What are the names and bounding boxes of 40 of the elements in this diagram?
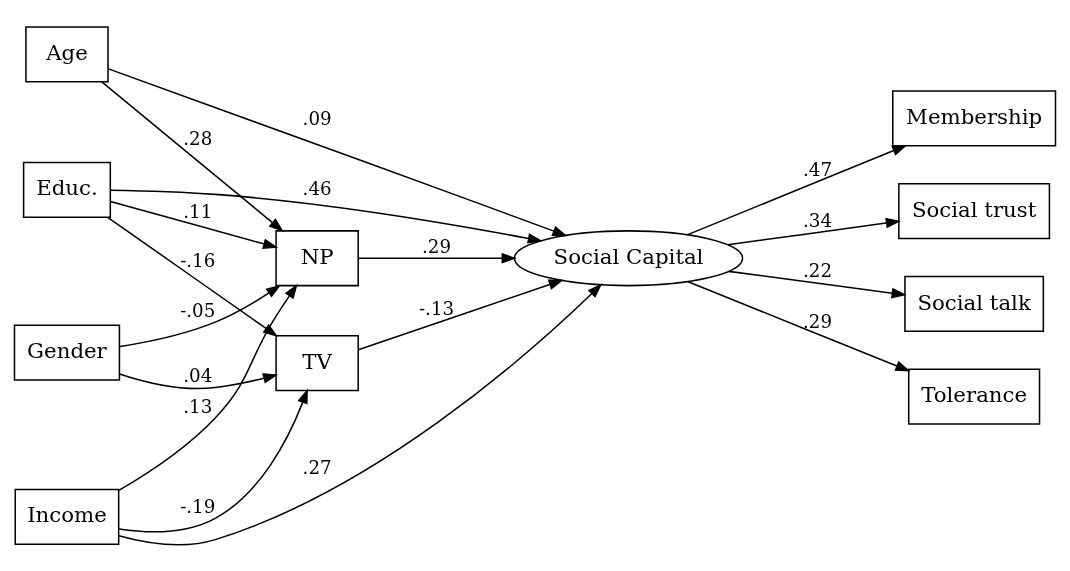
node-box: Social talk — [904, 275, 1045, 332]
edge-label: .22 — [802, 259, 833, 281]
arrow — [727, 270, 907, 298]
arrow — [357, 252, 517, 264]
arrow — [687, 280, 911, 372]
arrow — [118, 372, 279, 389]
edge-label: .34 — [802, 209, 833, 231]
node-box: Educ. — [22, 161, 112, 218]
edge-label: .04 — [183, 364, 213, 386]
arrow — [101, 80, 284, 232]
arrow — [357, 279, 564, 350]
node-box: Gender — [13, 323, 121, 381]
edge-label: .47 — [802, 158, 833, 180]
edge-label: .29 — [802, 310, 833, 332]
node-box: Income — [14, 488, 120, 545]
edge-label: -.05 — [180, 299, 216, 321]
node-box: Age — [25, 25, 109, 83]
node-box: NP — [275, 229, 359, 286]
edge-label: .11 — [183, 200, 213, 222]
node-box: Tolerance — [908, 368, 1041, 425]
edge-label: .29 — [422, 235, 452, 257]
arrow — [107, 67, 568, 236]
edge-label: -.19 — [180, 495, 216, 517]
node-box: Membership — [892, 89, 1057, 146]
edge-label: .28 — [183, 127, 213, 149]
edge-label: -.13 — [418, 297, 455, 319]
edge-label: .46 — [302, 177, 332, 199]
node-box: Social trust — [898, 182, 1051, 239]
edge-label: .27 — [302, 456, 332, 478]
edge-label: .09 — [302, 107, 332, 129]
arrow — [109, 200, 279, 249]
edge-label: -.16 — [180, 249, 216, 271]
arrow — [118, 282, 603, 545]
arrow — [110, 188, 543, 244]
edge-label: .13 — [183, 395, 213, 417]
arrow — [727, 217, 902, 246]
arrow — [687, 144, 908, 235]
node-box: TV — [275, 334, 359, 391]
arrow — [118, 387, 308, 532]
arrow — [118, 283, 298, 491]
